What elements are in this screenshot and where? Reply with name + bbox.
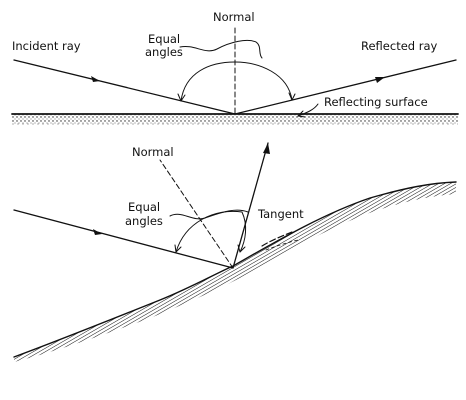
bottom-angle-arc bbox=[175, 210, 247, 253]
flat-reflection-panel: Normal Incident ray Reflected ray Equal … bbox=[11, 10, 459, 125]
top-normal-label: Normal bbox=[213, 10, 255, 24]
bottom-normal-line bbox=[159, 159, 234, 269]
tangent-line bbox=[261, 231, 293, 247]
top-equal-angles-leader bbox=[179, 39, 263, 59]
flat-reflecting-surface bbox=[11, 113, 459, 125]
bottom-angles-label: angles bbox=[125, 214, 163, 228]
reflecting-surface-label: Reflecting surface bbox=[324, 95, 428, 109]
bottom-incident-ray bbox=[13, 209, 234, 269]
bottom-normal-label: Normal bbox=[132, 145, 174, 159]
surface-label-leader bbox=[297, 103, 319, 117]
reflected-ray-label: Reflected ray bbox=[361, 39, 438, 53]
top-equal-label: Equal bbox=[148, 32, 180, 46]
curved-reflection-panel: Normal Equal angles Tangent bbox=[13, 142, 457, 362]
tangent-label: Tangent bbox=[257, 207, 304, 221]
top-angles-label: angles bbox=[145, 45, 183, 59]
incident-ray-label: Incident ray bbox=[12, 39, 81, 53]
top-angle-arc bbox=[180, 61, 293, 102]
bottom-equal-label: Equal bbox=[128, 200, 160, 214]
curved-surface-hatching bbox=[14, 182, 456, 362]
top-incident-ray bbox=[13, 59, 236, 115]
bottom-equal-angles-leader bbox=[169, 209, 249, 220]
top-reflected-ray bbox=[234, 59, 457, 115]
